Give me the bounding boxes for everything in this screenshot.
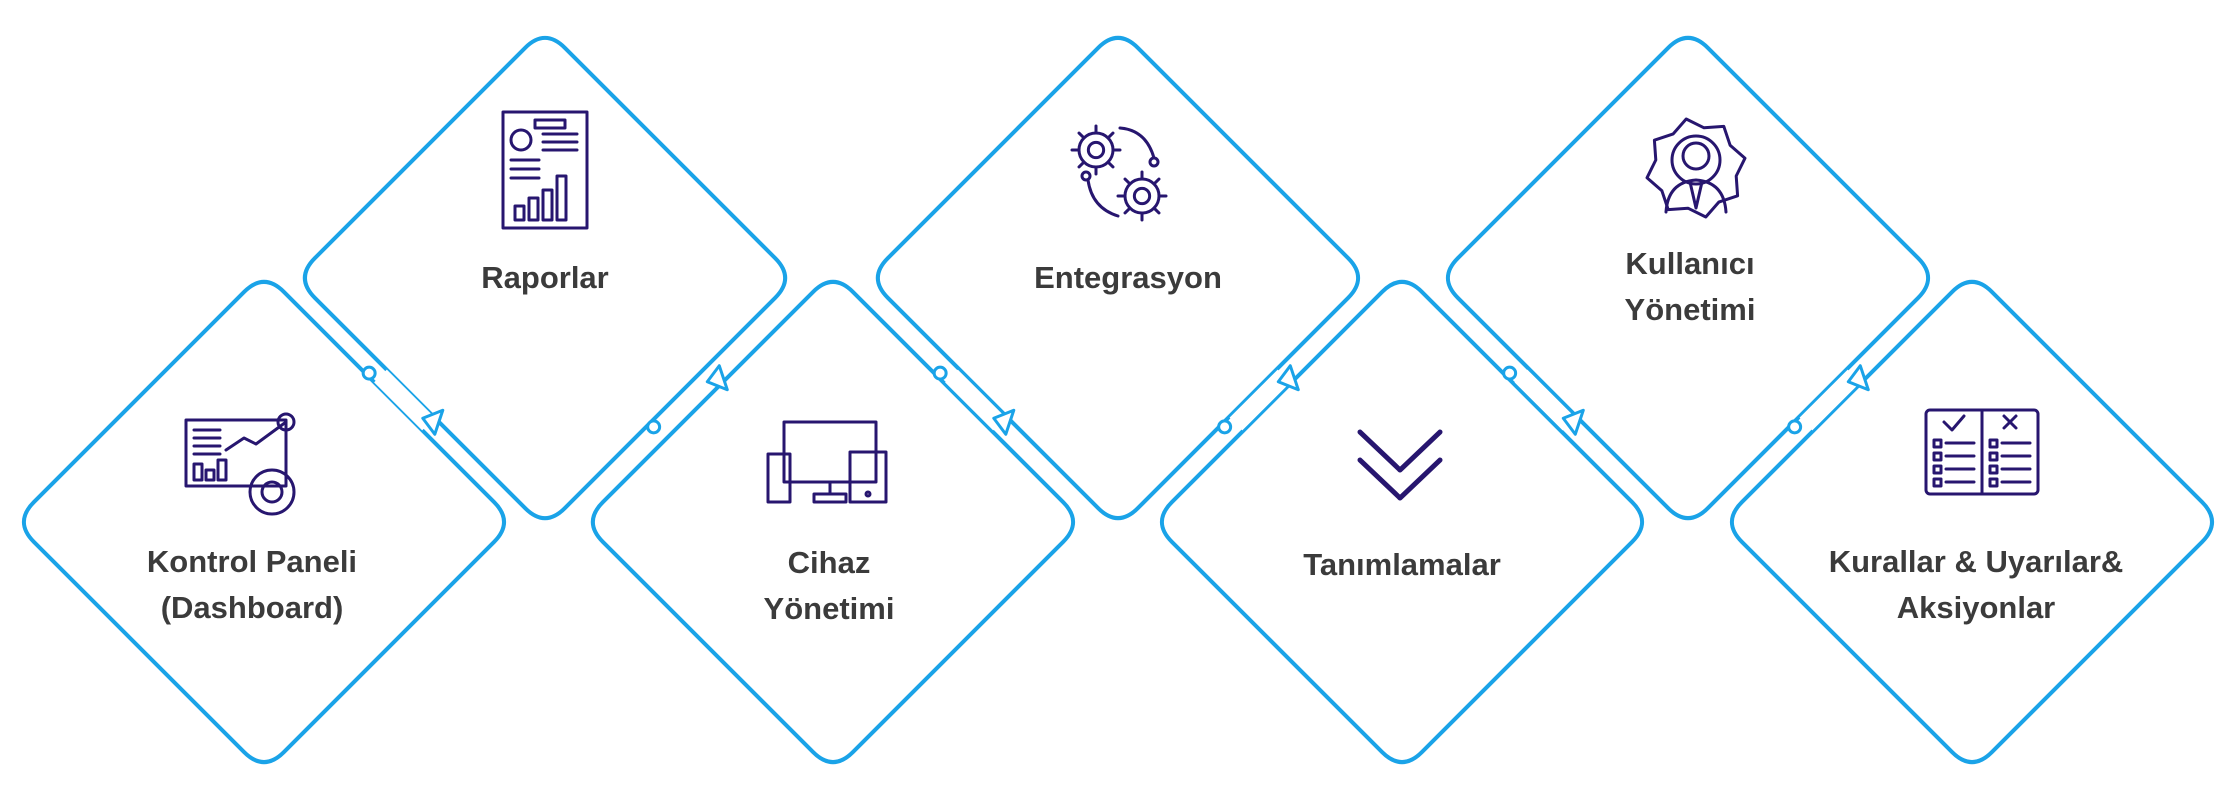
connector-dot bbox=[1502, 365, 1518, 381]
module-label-line: (Dashboard) bbox=[160, 590, 344, 625]
module-label-line: Raporlar bbox=[481, 260, 609, 295]
connector-arrowhead bbox=[1276, 364, 1300, 392]
connector-gap bbox=[945, 369, 1006, 431]
module-label-line: Kurallar & Uyarılar& bbox=[1828, 544, 2124, 579]
user-gear-icon bbox=[1645, 117, 1747, 219]
connector-gap bbox=[1799, 369, 1861, 431]
connector-gap bbox=[1514, 369, 1576, 431]
module-label-reports: Raporlar bbox=[375, 255, 715, 301]
diamond-reports bbox=[302, 35, 788, 521]
connector-gap bbox=[658, 369, 720, 431]
connector-gap bbox=[374, 369, 435, 431]
connector-arrowhead bbox=[705, 364, 729, 392]
connector-dot bbox=[646, 419, 662, 435]
connectors bbox=[361, 364, 1870, 436]
connector-dot bbox=[1787, 419, 1803, 435]
diamond-outlines bbox=[21, 35, 2215, 765]
connector-arrowhead bbox=[1561, 408, 1585, 436]
diamond-users bbox=[1445, 35, 1931, 521]
module-label-line: Yönetimi bbox=[763, 591, 895, 626]
module-label-integration: Entegrasyon bbox=[958, 255, 1298, 301]
checklist-icon bbox=[1924, 408, 2040, 496]
gears-icon bbox=[1070, 124, 1168, 222]
module-label-line: Entegrasyon bbox=[1034, 260, 1222, 295]
devices-icon bbox=[766, 420, 888, 504]
report-document-icon bbox=[501, 110, 589, 230]
connector-arrowhead bbox=[1846, 364, 1870, 392]
diamond-rules bbox=[1729, 279, 2215, 765]
module-label-line: Cihaz bbox=[787, 545, 871, 580]
module-label-definitions: Tanımlamalar bbox=[1232, 542, 1572, 588]
double-chevron-down-icon bbox=[1357, 429, 1443, 501]
connector-dot bbox=[932, 365, 948, 381]
diamond-dashboard bbox=[21, 279, 507, 765]
module-label-line: Yönetimi bbox=[1624, 292, 1756, 327]
connector-arrowhead bbox=[421, 408, 445, 436]
diamond-definitions bbox=[1159, 279, 1645, 765]
module-label-line: Tanımlamalar bbox=[1303, 547, 1501, 582]
icons bbox=[184, 110, 2040, 516]
connector-dot bbox=[361, 365, 377, 381]
diamond-devices bbox=[590, 279, 1076, 765]
module-label-dashboard: Kontrol Paneli (Dashboard) bbox=[82, 539, 422, 631]
module-label-rules: Kurallar & Uyarılar&Aksiyonlar bbox=[1806, 539, 2146, 631]
connector-gap bbox=[1229, 369, 1291, 431]
module-label-line: Aksiyonlar bbox=[1896, 590, 2056, 625]
module-label-line: Kullanıcı bbox=[1625, 246, 1755, 281]
dashboard-chart-icon bbox=[184, 412, 296, 516]
module-label-line: Kontrol Paneli bbox=[146, 544, 358, 579]
connector-arrowhead bbox=[992, 408, 1016, 436]
diamond-integration bbox=[875, 35, 1361, 521]
connector-dot bbox=[1217, 419, 1233, 435]
